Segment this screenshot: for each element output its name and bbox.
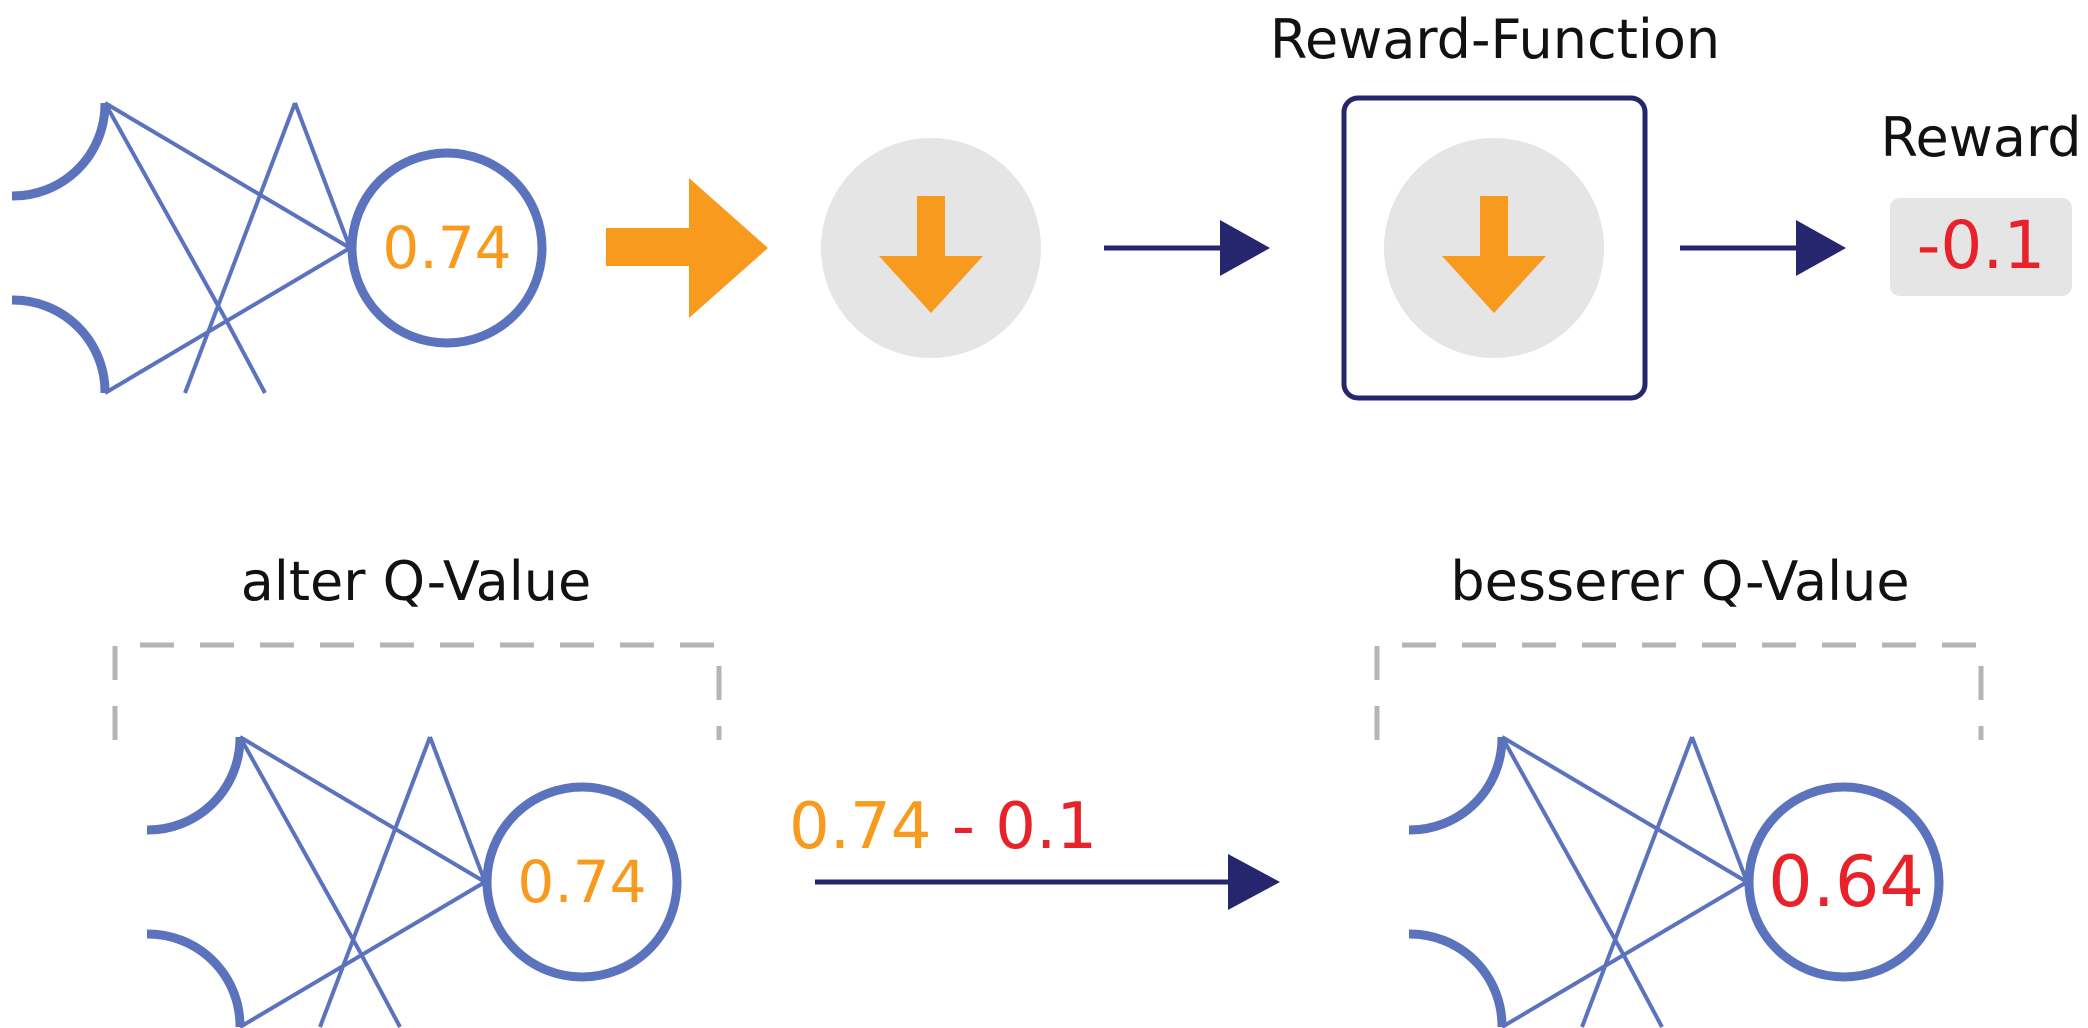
update-operator: - bbox=[931, 790, 995, 864]
old-q-value: 0.74 bbox=[517, 848, 646, 916]
action-to-reward-function-arrow-icon bbox=[1104, 220, 1270, 276]
reward-function-to-reward-arrow-icon bbox=[1680, 220, 1846, 276]
reward-label: Reward bbox=[1880, 106, 2081, 169]
update-formula: 0.74 - 0.1 bbox=[789, 790, 1097, 864]
update-arrow-icon bbox=[815, 854, 1280, 910]
update-reward-value: 0.1 bbox=[995, 790, 1097, 864]
old-q-value-label: alter Q-Value bbox=[241, 550, 591, 613]
new-q-value-label: besserer Q-Value bbox=[1450, 550, 1909, 613]
action-arrow-down-icon bbox=[821, 138, 1041, 358]
new-q-value-bracket bbox=[1374, 642, 1984, 740]
new-q-value: 0.64 bbox=[1768, 841, 1924, 923]
reward-value: -0.1 bbox=[1917, 207, 2046, 284]
reward-function-arrow-down-icon bbox=[1384, 138, 1604, 358]
old-q-value-bracket bbox=[112, 642, 722, 740]
update-old-value: 0.74 bbox=[789, 790, 932, 864]
top-q-value: 0.74 bbox=[382, 214, 511, 282]
reward-function-box bbox=[1341, 95, 1648, 401]
reward-badge bbox=[1890, 198, 2072, 296]
action-selection-arrow-icon bbox=[606, 178, 768, 318]
reward-function-label: Reward-Function bbox=[1270, 8, 1720, 71]
